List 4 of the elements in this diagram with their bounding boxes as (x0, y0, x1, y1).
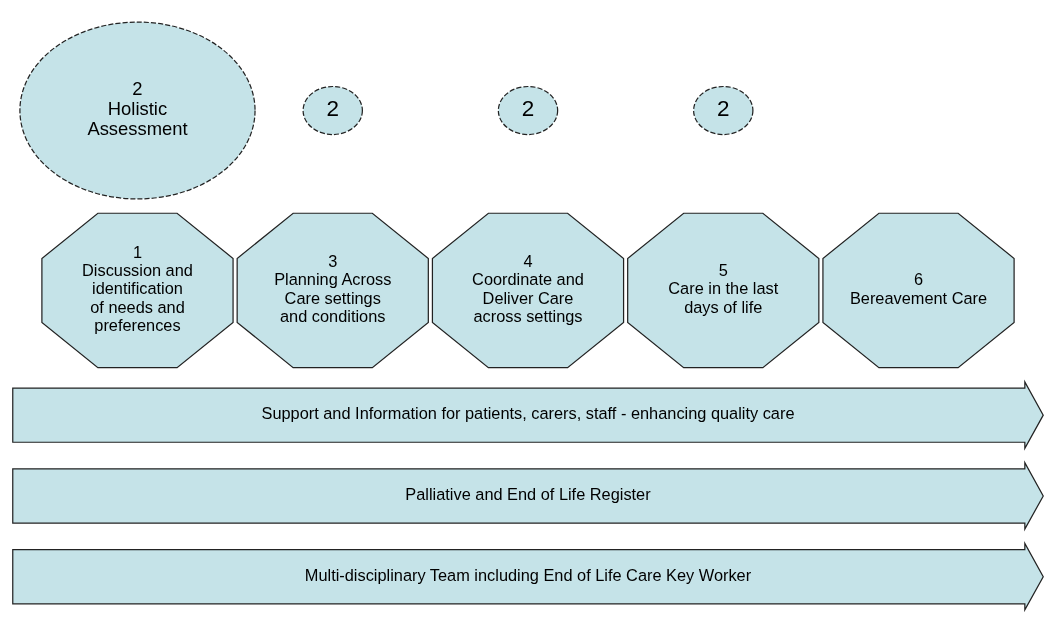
node-ellipse: 2 (497, 85, 559, 135)
node-ellipse: 2 Holistic Assessment (19, 20, 256, 200)
node-ellipse: 2 (302, 85, 363, 135)
node-ellipse: 2 (693, 85, 754, 135)
